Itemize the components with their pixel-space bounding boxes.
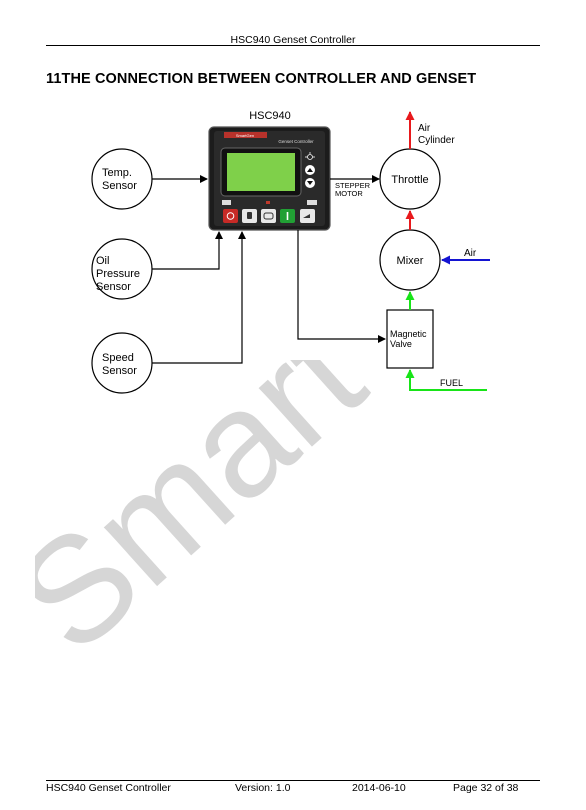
status-led: [266, 201, 270, 204]
controller-subtitle: Genset Controller: [278, 139, 314, 144]
fuel-label: FUEL: [440, 378, 463, 388]
svg-text:Valve: Valve: [390, 339, 412, 349]
speed-sensor-line: [152, 231, 246, 364]
chevron-up-icon: [307, 168, 313, 172]
connection-diagram: HSC940 SmartGen Genset Controller: [91, 110, 490, 394]
right-status-icon: [307, 200, 317, 205]
controller-unit: SmartGen Genset Controller: [208, 126, 331, 231]
page-header: HSC940 Genset Controller: [230, 34, 356, 46]
magnetic-valve: Magnetic Valve: [386, 309, 434, 369]
alarm-icon: [305, 152, 315, 160]
mixer: Mixer: [379, 229, 441, 291]
stop-button[interactable]: [223, 209, 238, 223]
air-cylinder-label: Air: [418, 123, 431, 134]
controller-brand: SmartGen: [236, 133, 254, 138]
section-title: 11THE CONNECTION BETWEEN CONTROLLER AND …: [46, 71, 477, 87]
footer-page-number: Page 32 of 38: [453, 782, 519, 794]
temp-sensor: Temp. Sensor: [91, 148, 153, 210]
auto-button[interactable]: [261, 209, 276, 223]
svg-text:Throttle: Throttle: [391, 174, 428, 186]
svg-text:Speed: Speed: [102, 352, 134, 364]
footer-version: Version: 1.0: [235, 782, 291, 794]
oil-sensor-line: [152, 231, 223, 270]
svg-text:Sensor: Sensor: [102, 365, 137, 377]
left-status-icon: [222, 200, 231, 205]
svg-text:Magnetic: Magnetic: [390, 329, 427, 339]
svg-text:Sensor: Sensor: [102, 180, 137, 192]
svg-text:Temp.: Temp.: [102, 167, 132, 179]
hand-icon: [247, 212, 252, 219]
speed-sensor: Speed Sensor: [91, 332, 153, 394]
lcd-screen: [227, 153, 295, 191]
svg-text:Mixer: Mixer: [397, 255, 424, 267]
footer-doc-title: HSC940 Genset Controller: [46, 782, 171, 794]
oil-pressure-sensor: Oil Pressure Sensor: [91, 238, 153, 300]
reset-icon: [303, 214, 310, 218]
stop-icon: [226, 212, 235, 220]
controller-to-valve-line: [297, 230, 386, 343]
stepper-motor-label: STEPPER: [335, 181, 371, 190]
svg-text:MOTOR: MOTOR: [335, 189, 363, 198]
air-label: Air: [464, 248, 477, 259]
header-rule: [46, 45, 540, 46]
brand-badge: [224, 132, 267, 138]
throttle: Throttle: [379, 148, 441, 210]
svg-text:Pressure: Pressure: [96, 268, 140, 280]
footer-date: 2014-06-10: [352, 782, 406, 794]
svg-text:Oil: Oil: [96, 255, 109, 267]
auto-icon: [263, 212, 274, 220]
svg-text:Sensor: Sensor: [96, 281, 131, 293]
svg-text:Cylinder: Cylinder: [418, 135, 455, 146]
chevron-down-icon: [307, 181, 313, 185]
fuel-line: [405, 369, 487, 391]
controller-name: HSC940: [249, 110, 291, 122]
footer-rule: [46, 780, 540, 781]
